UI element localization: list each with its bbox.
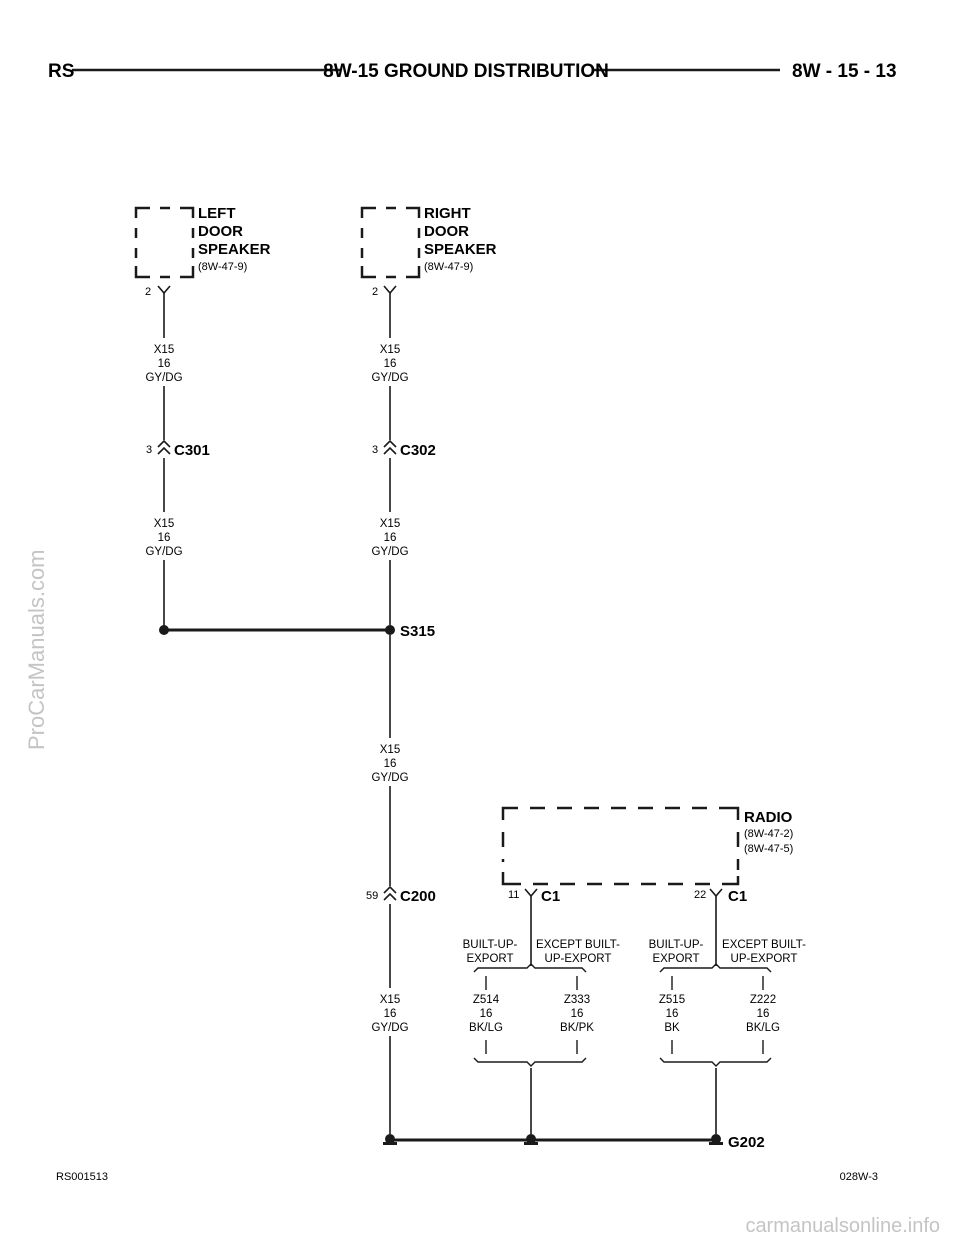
w3-gauge: 16 [384,358,397,370]
c200-pin: 59 [366,890,378,902]
ground-dot-c200 [385,1134,395,1144]
z333-circuit: Z333 [564,994,590,1006]
z515-circuit: Z515 [659,994,685,1006]
left-speaker-label-1: LEFT [198,205,236,222]
footer-ref-code: 028W-3 [840,1171,878,1183]
ground-base-g202 [709,1142,723,1145]
z515-gauge: 16 [666,1008,679,1020]
right-speaker-label-2: DOOR [424,223,469,240]
left-speaker-box [134,206,195,279]
w1-gauge: 16 [158,358,171,370]
ground-dot-radio-a [526,1134,536,1144]
c200-connector-symbol [383,885,397,901]
z514-gauge: 16 [480,1008,493,1020]
z514-color: BK/LG [469,1022,503,1034]
z222-gauge: 16 [757,1008,770,1020]
s315-label: S315 [400,623,435,640]
ground-dot-g202 [711,1134,721,1144]
right-speaker-pin: 2 [372,286,378,298]
option-a1-line2: EXPORT [466,953,513,965]
radio-pin-22-terminal [709,888,723,898]
w4-gauge: 16 [384,532,397,544]
option-bracket-b-bottom [659,1040,772,1067]
right-speaker-pin-terminal [383,285,397,295]
w5-circuit: X15 [380,744,400,756]
w2-circuit: X15 [154,518,174,530]
left-speaker-label-3: SPEAKER [198,241,271,258]
w2-color: GY/DG [145,546,182,558]
right-speaker-label-1: RIGHT [424,205,471,222]
option-a2-line1: EXCEPT BUILT- [536,939,620,951]
right-speaker-label-3: SPEAKER [424,241,497,258]
radio-connector-a: C1 [541,888,560,905]
z222-circuit: Z222 [750,994,776,1006]
header-section-code: RS [48,61,74,82]
c301-label: C301 [174,442,210,459]
c301-pin: 3 [146,444,152,456]
header-page-number: 8W - 15 - 13 [792,61,897,82]
ground-base-c200 [383,1142,397,1145]
z222-color: BK/LG [746,1022,780,1034]
left-speaker-label-2: DOOR [198,223,243,240]
left-speaker-pin-terminal [157,285,171,295]
c200-label: C200 [400,888,436,905]
w5-color: GY/DG [371,772,408,784]
radio-ref-1: (8W-47-2) [744,828,793,840]
w6-circuit: X15 [380,994,400,1006]
left-speaker-pin: 2 [145,286,151,298]
footer-figure-id: RS001513 [56,1171,108,1183]
w3-color: GY/DG [371,372,408,384]
g202-label: G202 [728,1134,765,1151]
radio-connector-b: C1 [728,888,747,905]
w1-color: GY/DG [145,372,182,384]
w4-circuit: X15 [380,518,400,530]
w3-circuit: X15 [380,344,400,356]
ground-base-radio-a [524,1142,538,1145]
splice-dot-left [159,625,169,635]
z514-circuit: Z514 [473,994,500,1006]
w4-color: GY/DG [371,546,408,558]
c302-pin: 3 [372,444,378,456]
z333-color: BK/PK [560,1022,594,1034]
option-b2-line1: EXCEPT BUILT- [722,939,806,951]
option-a2-line2: UP-EXPORT [545,953,612,965]
radio-pin-a: 11 [508,889,519,901]
w5-gauge: 16 [384,758,397,770]
option-b2-line2: UP-EXPORT [731,953,798,965]
w2-gauge: 16 [158,532,171,544]
z515-color: BK [664,1022,680,1034]
radio-pin-11-terminal [524,888,538,898]
side-watermark: ProCarManuals.com [24,549,49,750]
option-bracket-a-top [473,963,587,990]
splice-dot-s315 [385,625,395,635]
option-bracket-b-top [659,963,772,990]
bottom-watermark: carmanualsonline.info [745,1215,940,1237]
w6-color: GY/DG [371,1022,408,1034]
z333-gauge: 16 [571,1008,584,1020]
radio-pin-b: 22 [694,889,706,901]
w6-gauge: 16 [384,1008,397,1020]
left-speaker-ref: (8W-47-9) [198,261,247,273]
option-b1-line1: BUILT-UP- [649,939,704,951]
right-speaker-ref: (8W-47-9) [424,261,473,273]
w1-circuit: X15 [154,344,174,356]
c302-label: C302 [400,442,436,459]
right-speaker-box [360,206,421,279]
c302-connector-symbol [383,439,397,455]
header-title: 8W-15 GROUND DISTRIBUTION [323,61,609,82]
option-a1-line1: BUILT-UP- [463,939,518,951]
radio-box [501,806,740,886]
option-b1-line2: EXPORT [652,953,699,965]
radio-ref-2: (8W-47-5) [744,843,793,855]
option-bracket-a-bottom [473,1040,587,1067]
c301-connector-symbol [157,439,171,455]
radio-label: RADIO [744,809,793,826]
